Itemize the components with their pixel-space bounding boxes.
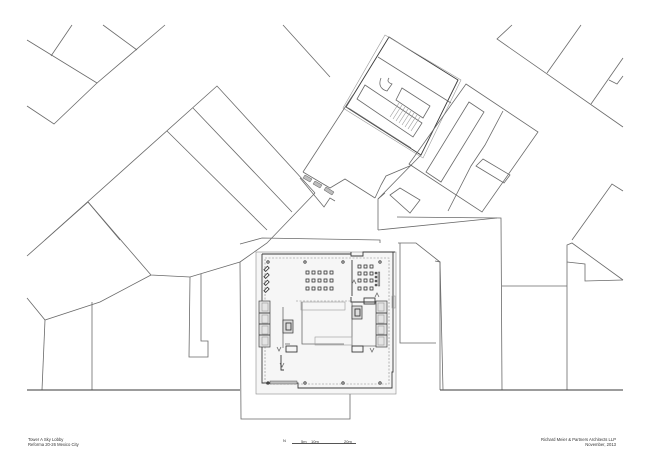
scale-bar-line bbox=[292, 443, 356, 444]
scale-label-20m: 20m bbox=[344, 439, 352, 444]
seating-grid-left bbox=[305, 270, 334, 291]
context-lots-left bbox=[26, 192, 316, 391]
context-lots-top-right bbox=[496, 24, 624, 241]
project-location: Reforma 20-26 Mexico City bbox=[28, 442, 79, 447]
north-building bbox=[299, 34, 539, 231]
title-block-left: Tower A Sky Lobby Reforma 20-26 Mexico C… bbox=[28, 437, 79, 447]
elevator-bank-left bbox=[258, 300, 271, 348]
north-arrow-icon: N bbox=[283, 438, 286, 443]
scale-bar: N 5m 10m 20m bbox=[283, 438, 363, 446]
architect-name: Richard Meier & Partners Architects LLP bbox=[541, 437, 616, 442]
title-block-right: Richard Meier & Partners Architects LLP … bbox=[541, 437, 616, 447]
context-lots-right bbox=[396, 216, 624, 391]
drawing-title: Tower A Sky Lobby bbox=[28, 437, 64, 442]
elevator-bank-right bbox=[375, 300, 388, 348]
drawing-date: November, 2013 bbox=[585, 442, 616, 447]
scale-label-10m: 10m bbox=[311, 439, 319, 444]
scale-label-5m: 5m bbox=[301, 439, 307, 444]
tower-a-sky-lobby-plan bbox=[239, 237, 397, 420]
seating-grid-right bbox=[357, 264, 381, 291]
context-lots-top-left bbox=[26, 24, 331, 241]
